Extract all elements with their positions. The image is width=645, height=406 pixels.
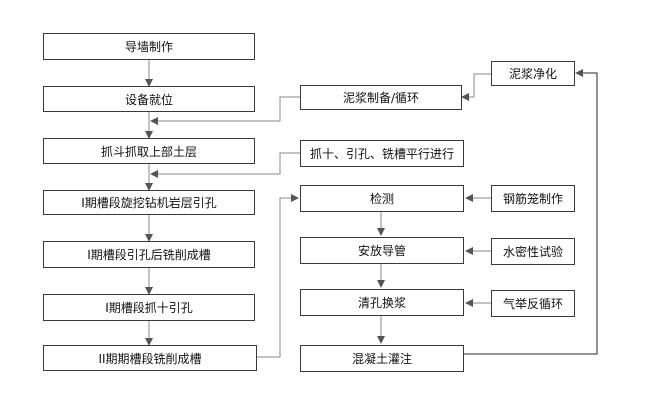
side-slurry-prep: 泥浆制备/循环 [300, 85, 462, 110]
step-phase1-drill-rock: I期槽段旋挖钻机岩层引孔 [43, 190, 255, 215]
step-phase2-mill: II期期槽段铣削成槽 [43, 345, 257, 371]
step-guide-wall: 导墙制作 [43, 33, 255, 60]
arrow-parallel-to-left [150, 152, 300, 178]
step-inspection: 检测 [300, 185, 464, 212]
step-install-conduit: 安放导管 [300, 237, 464, 264]
step-equipment-in-place: 设备就位 [43, 86, 255, 112]
side-rebar-cage: 钢筋笼制作 [491, 185, 575, 212]
step-phase1-mill: I期槽段引孔后铣削成槽 [43, 241, 255, 268]
side-slurry-purify: 泥浆净化 [491, 61, 575, 86]
arrow-purify-to-prep [461, 73, 491, 101]
step-grab-upper-soil: 抓斗抓取上部土层 [43, 138, 255, 164]
step-phase1-grab: I期槽段抓十引孔 [43, 294, 255, 321]
side-parallel-work: 抓十、引孔、铣槽平行进行 [300, 140, 464, 167]
side-water-tight-test: 水密性试验 [491, 238, 575, 265]
arrow-prep-to-left [150, 96, 300, 125]
step-clean-hole: 清孔换浆 [300, 289, 464, 316]
step-pour-concrete: 混凝土灌注 [300, 345, 464, 372]
arrow-pour-to-purify [464, 69, 598, 355]
side-airlift-reverse: 气举反循环 [491, 290, 575, 317]
arrow-phase2-to-inspection [257, 194, 299, 358]
